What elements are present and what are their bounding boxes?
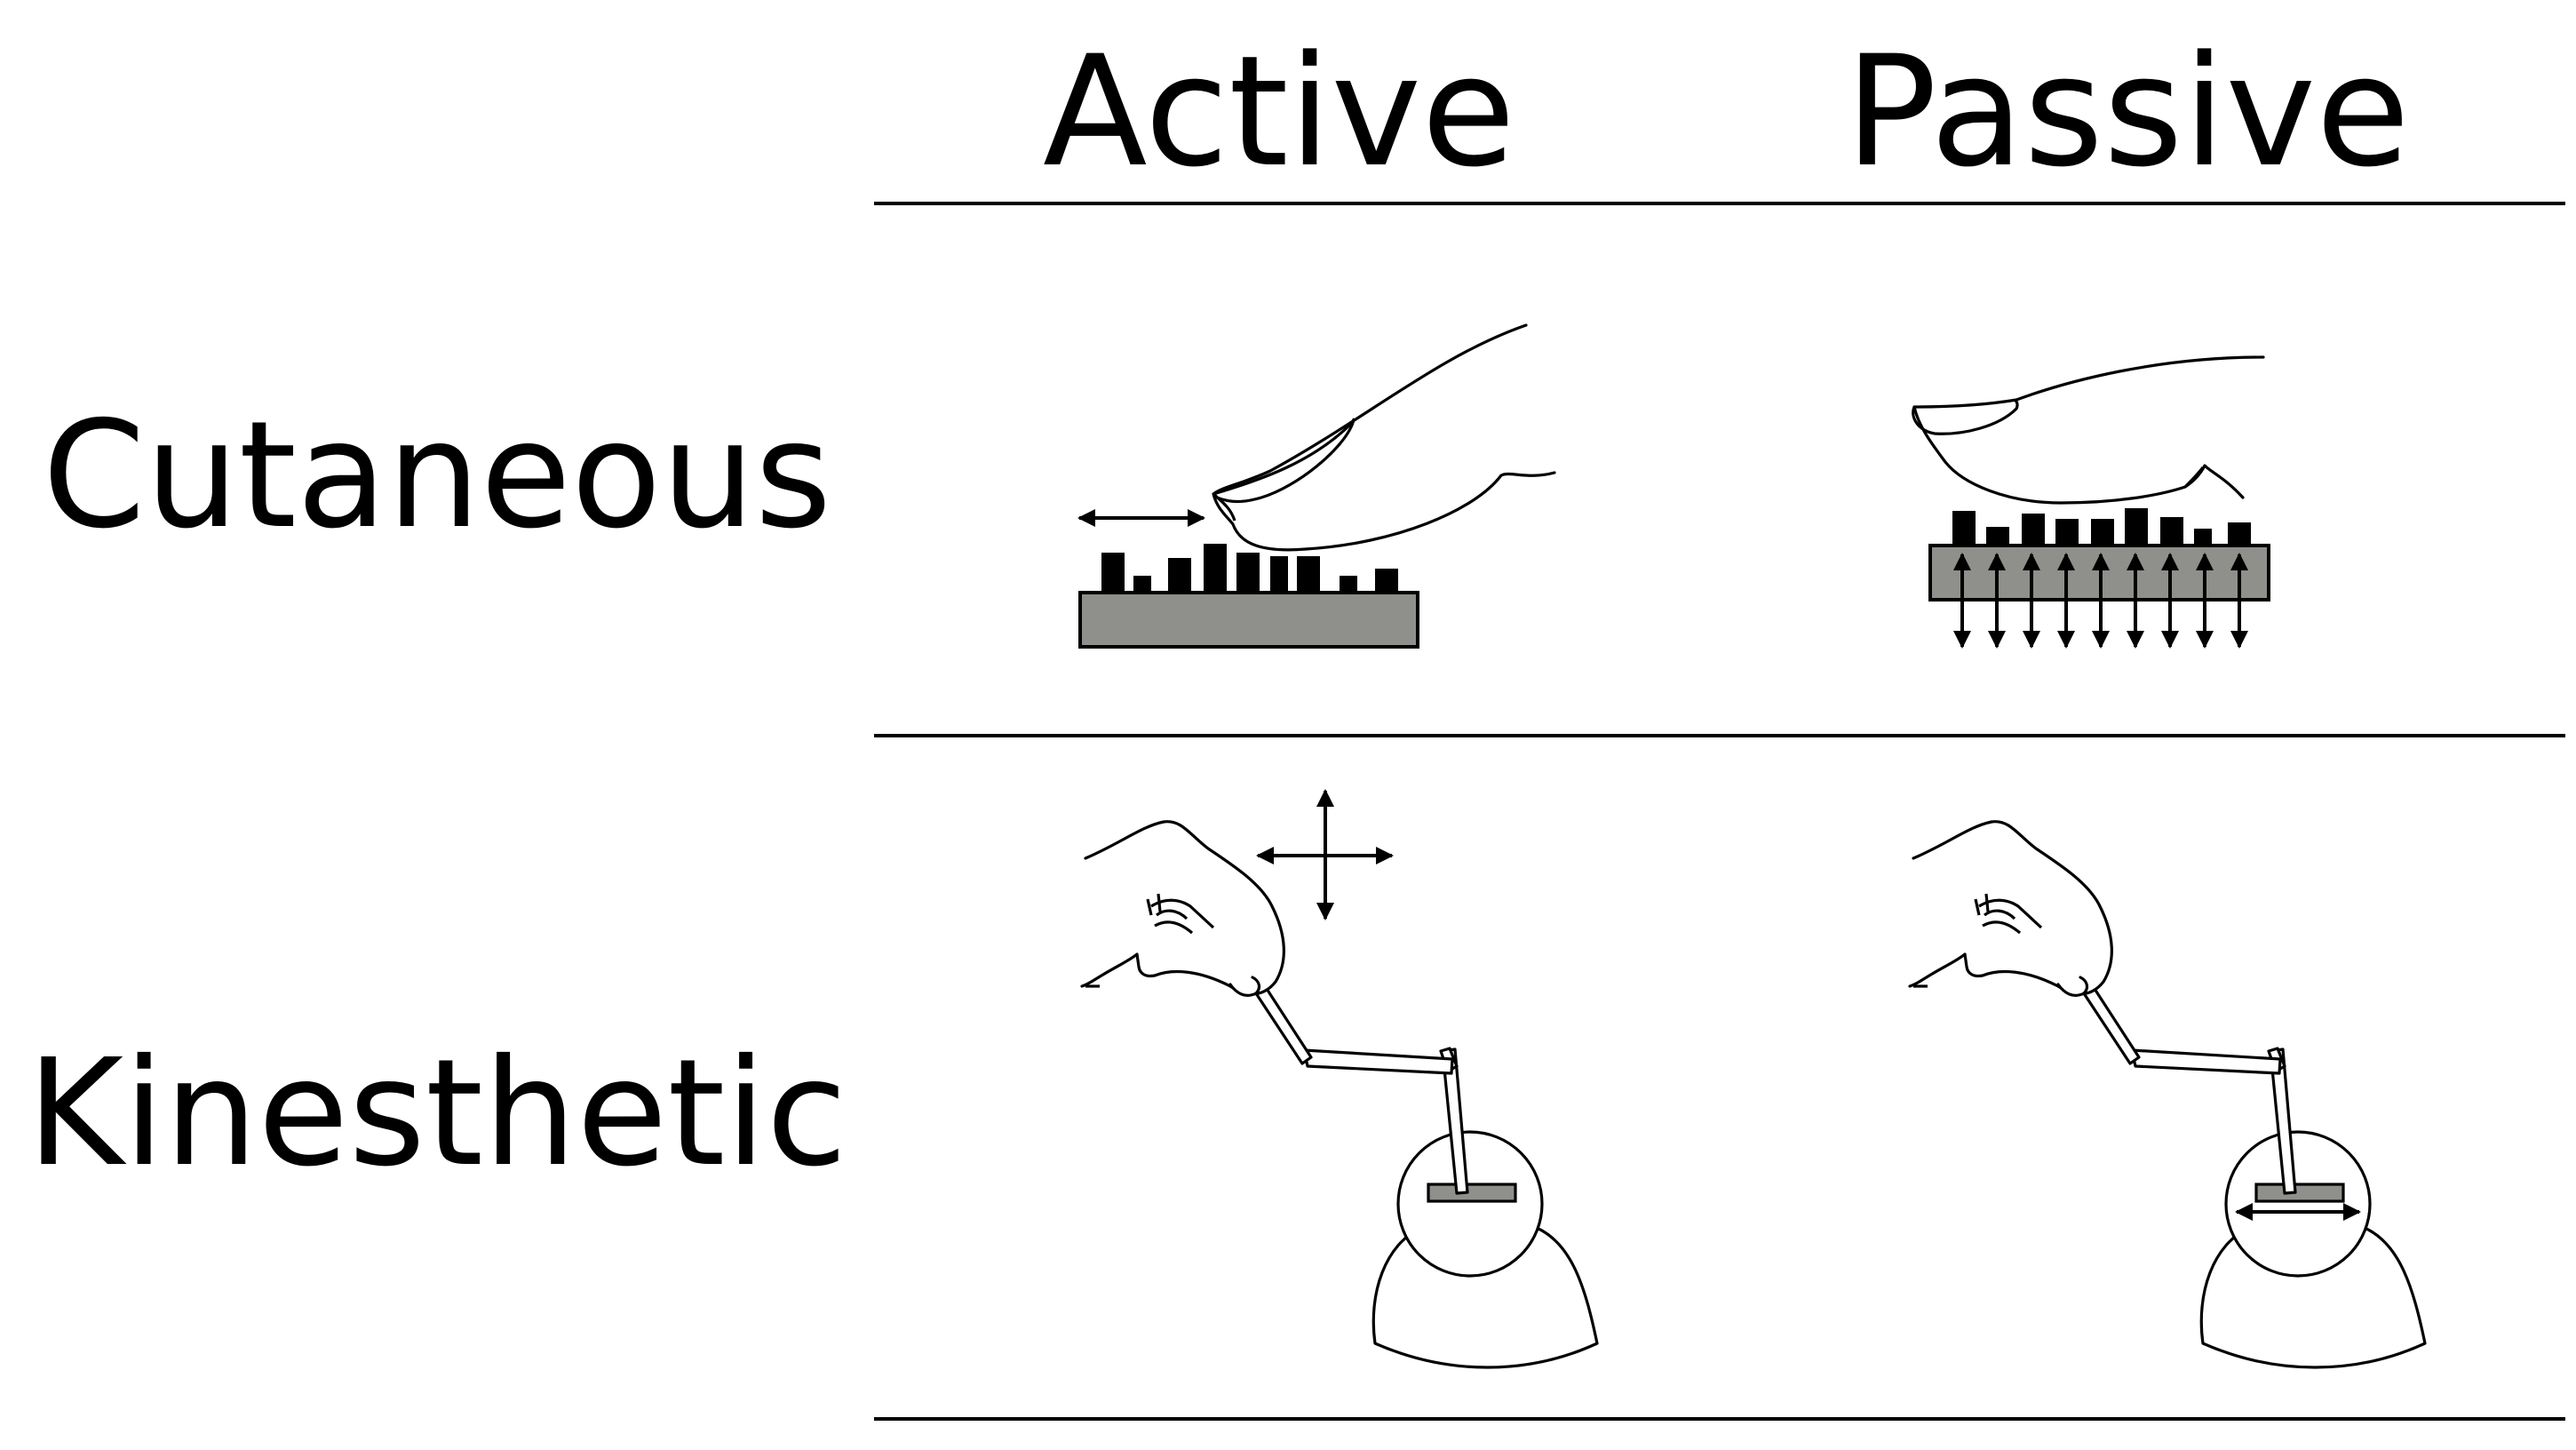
row-header-cutaneous: Cutaneous: [43, 390, 832, 562]
row-header-kinesthetic: Kinesthetic: [27, 1028, 847, 1199]
hand-held-haptic-stylus-actuated-icon: [1908, 820, 2427, 1369]
finger-sliding-over-texture-icon: [1077, 323, 1556, 649]
finger-on-vibrating-pin-array-icon: [1912, 355, 2270, 649]
hand-moving-haptic-stylus-icon: [1080, 789, 1599, 1369]
column-header-active: Active: [1043, 22, 1515, 201]
column-header-passive: Passive: [1845, 22, 2410, 201]
four-way-arrow-icon: [1256, 789, 1394, 920]
